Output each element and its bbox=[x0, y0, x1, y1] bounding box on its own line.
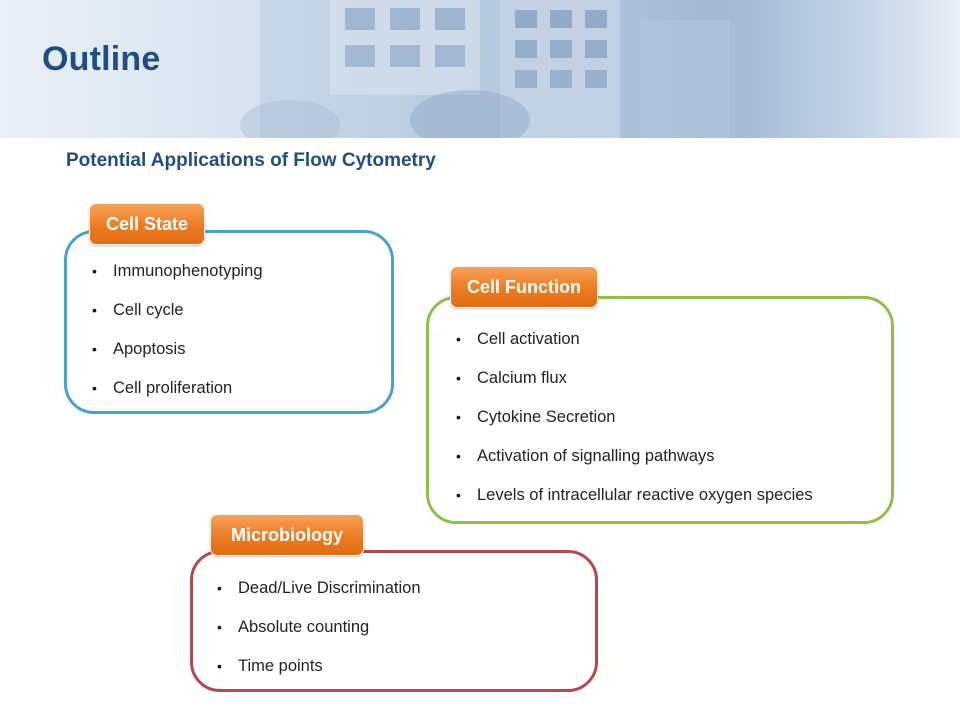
subtitle: Potential Applications of Flow Cytometry bbox=[66, 150, 436, 171]
list-item: •Immunophenotyping bbox=[92, 262, 263, 280]
bullet-icon: • bbox=[456, 370, 461, 386]
microbiology-box: •Dead/Live Discrimination •Absolute coun… bbox=[190, 550, 598, 692]
page-title: Outline bbox=[42, 40, 161, 78]
bullet-icon: • bbox=[92, 380, 97, 396]
bullet-icon: • bbox=[456, 331, 461, 347]
list-item: •Levels of intracellular reactive oxygen… bbox=[456, 486, 813, 504]
building-photo bbox=[240, 0, 740, 138]
cell-state-list: •Immunophenotyping •Cell cycle •Apoptosi… bbox=[92, 261, 263, 417]
list-item: •Dead/Live Discrimination bbox=[217, 579, 421, 597]
bullet-icon: • bbox=[217, 658, 222, 674]
list-item: •Calcium flux bbox=[456, 369, 567, 387]
header-banner: Outline bbox=[0, 0, 960, 138]
list-item: •Cytokine Secretion bbox=[456, 408, 616, 426]
list-item: •Apoptosis bbox=[92, 340, 186, 358]
bullet-icon: • bbox=[456, 448, 461, 464]
cell-function-tag: Cell Function bbox=[450, 266, 598, 308]
microbiology-tag: Microbiology bbox=[210, 514, 364, 556]
list-item: •Absolute counting bbox=[217, 618, 370, 636]
bullet-icon: • bbox=[456, 409, 461, 425]
bullet-icon: • bbox=[92, 263, 97, 279]
cell-state-box: •Immunophenotyping •Cell cycle •Apoptosi… bbox=[64, 230, 394, 414]
list-item: •Cell cycle bbox=[92, 301, 184, 319]
cell-function-list: •Cell activation •Calcium flux •Cytokine… bbox=[456, 329, 813, 524]
bullet-icon: • bbox=[92, 302, 97, 318]
list-item: •Activation of signalling pathways bbox=[456, 447, 715, 465]
cell-function-box: •Cell activation •Calcium flux •Cytokine… bbox=[426, 296, 894, 524]
bullet-icon: • bbox=[217, 619, 222, 635]
list-item: •Cell activation bbox=[456, 330, 580, 348]
bullet-icon: • bbox=[217, 580, 222, 596]
microbiology-list: •Dead/Live Discrimination •Absolute coun… bbox=[217, 578, 421, 695]
list-item: •Time points bbox=[217, 657, 323, 675]
bullet-icon: • bbox=[456, 487, 461, 503]
cell-state-tag: Cell State bbox=[89, 203, 205, 245]
bullet-icon: • bbox=[92, 341, 97, 357]
list-item: •Cell proliferation bbox=[92, 379, 233, 397]
